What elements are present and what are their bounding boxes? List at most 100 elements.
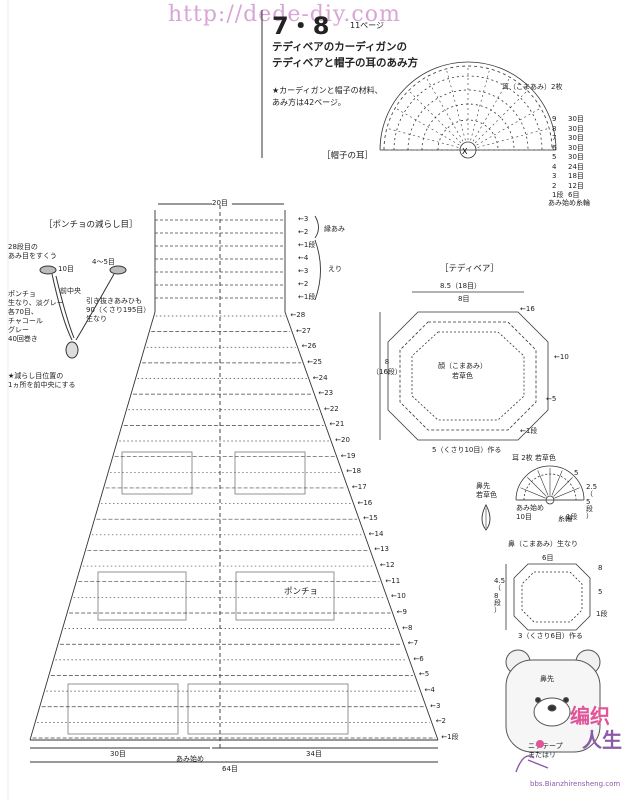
poncho-row-label: ←21 — [329, 420, 345, 429]
poncho-row-label: ←10 — [391, 592, 406, 601]
bottom-total: 64目 — [222, 765, 238, 773]
title-line2: テディベアと帽子の耳のあみ方 — [272, 57, 419, 69]
nose-count: 6目 — [542, 554, 554, 562]
poncho-row-label: ←8 — [402, 623, 413, 632]
edge-label: 縁あみ — [324, 225, 345, 233]
collar-row-label: ←2 — [298, 228, 309, 236]
collar-row-label: ←2 — [298, 280, 309, 288]
row28-note: 28段目の あみ目をすくう — [8, 243, 57, 261]
hat-ear-row-number: 6 — [552, 143, 557, 152]
pattern-number: 7・8 — [272, 12, 330, 40]
hat-ear-stitch-count: 24目 — [568, 162, 584, 171]
poncho-row-label: ←17 — [351, 482, 367, 491]
hat-ear-stitch-count: 30目 — [568, 153, 584, 161]
ear-spoke — [551, 470, 563, 496]
hat-ear-stitch-count: 6目 — [568, 191, 580, 199]
nose-dim: 4.5 （ 8 段 ） — [494, 577, 506, 615]
poncho-row-label: ←26 — [301, 342, 317, 351]
bottom-left-count: 30目 — [110, 750, 126, 758]
hat-ear-spoke — [472, 77, 511, 142]
hat-ear-row-number: 1段 — [552, 191, 564, 199]
front-center: 前中央 — [60, 287, 81, 295]
hat-ear-footer: あみ始め糸輪 — [548, 199, 590, 207]
poncho-row-label: ←4 — [424, 686, 435, 695]
poncho-row-label: ←15 — [363, 514, 378, 523]
page-ref: 11ページ — [350, 21, 385, 30]
teddy-row-label: ←10 — [554, 353, 569, 361]
teddy-row-label: ←1段 — [520, 427, 538, 435]
four-five-stitch: 4～5目 — [92, 258, 115, 266]
materials-note: ★カーディガンと帽子の材料、 あみ方は42ページ。 — [272, 86, 383, 107]
hat-ear-stitch-count: 18目 — [568, 172, 584, 180]
poncho-row-label: ←20 — [335, 436, 350, 445]
hat-ear-row-number: 3 — [552, 172, 557, 180]
hat-ear-spoke — [425, 77, 464, 142]
decrease-heading: ［ポンチョの減らし目］ — [44, 220, 138, 230]
ear-spoke — [554, 487, 580, 499]
svg-text:X: X — [462, 147, 468, 156]
nose-row8: 8 — [598, 564, 603, 572]
poncho-row-label: ←6 — [413, 654, 424, 663]
ear-spoke — [527, 477, 547, 497]
hat-ear-spoke — [476, 107, 541, 146]
teddy-row-label: ←16 — [520, 305, 535, 313]
hat-ear-row-number: 4 — [552, 162, 557, 171]
logo-url: bbs.Bianzhirensheng.com — [530, 780, 621, 788]
teddy-face-label: 顔（こまあみ） 若草色 — [438, 362, 487, 380]
nose-row1: 1段 — [596, 610, 608, 618]
poncho-top-count: 20目 — [212, 199, 228, 207]
decrease-star-note: ★減らし目位置の 1ヵ所を前中央にする — [8, 372, 76, 390]
bear-bottom-label: ニテテープ またはリ — [528, 742, 563, 760]
tie-cord-note: 引き抜きあみひも 90（くさり195目） 生なり — [86, 297, 151, 324]
hat-ear-stitch-count: 30目 — [568, 143, 584, 152]
poncho-row-label: ←28 — [290, 311, 306, 319]
ear2-dim: 2.5 （ 5 段 ） — [586, 483, 598, 521]
poncho-row-label: ←24 — [312, 373, 328, 382]
ear2-yarn-ring: 糸輪 — [558, 515, 572, 523]
poncho-row-label: ←25 — [307, 357, 322, 366]
poncho-row-label: ←1段 — [441, 733, 459, 741]
hat-ear-label: 耳（こまあみ）2枚 — [502, 83, 563, 91]
nose-row5: 5 — [598, 588, 603, 596]
hat-ear-stitch-count: 30目 — [568, 134, 584, 142]
ten-stitch: 10目 — [58, 265, 74, 273]
poncho-row-label: ←27 — [296, 326, 311, 335]
logo-text-top: 编织 — [570, 704, 610, 728]
poncho-row-label: ←16 — [357, 498, 373, 507]
nose-tip-label: 鼻先 若草色 — [476, 482, 497, 500]
collar-row-label: ←3 — [298, 215, 309, 223]
title-line1: テディベアのカーディガンの — [272, 41, 408, 53]
hat-ear-row-number: 7 — [552, 134, 557, 142]
watermark-url: http://dede-diy.com — [168, 2, 401, 27]
hat-ear-row-number: 8 — [552, 124, 557, 133]
hat-ear-spoke — [474, 90, 528, 144]
teddy-row-label: ←5 — [546, 395, 557, 403]
hat-ear-stitch-count: 30目 — [568, 115, 584, 123]
bottom-right-count: 34目 — [306, 750, 322, 758]
poncho-row-label: ←13 — [374, 545, 390, 554]
nose-start: 3（くさり6目）作る — [518, 632, 583, 640]
hat-ear-row-number: 5 — [552, 153, 557, 161]
collar-label: えり — [328, 265, 342, 273]
hat-ear-stitch-count: 12目 — [568, 181, 584, 190]
poncho-row-label: ←3 — [430, 701, 441, 710]
poncho-row-label: ←14 — [368, 529, 384, 538]
logo-text-bottom: 人生 — [582, 728, 622, 752]
poncho-row-label: ←5 — [418, 670, 430, 679]
poncho-row-label: ←7 — [407, 639, 419, 648]
collar-row-label: ←1段 — [298, 241, 316, 249]
hat-ear-spoke — [477, 127, 550, 148]
poncho-row-label: ←11 — [385, 576, 401, 585]
teddy-top: 8目 — [458, 295, 470, 303]
collar-row-label: ←3 — [298, 267, 309, 275]
poncho-row-label: ←18 — [346, 467, 362, 476]
ear-spoke — [553, 477, 573, 497]
poncho-row-label: ←22 — [323, 404, 339, 413]
